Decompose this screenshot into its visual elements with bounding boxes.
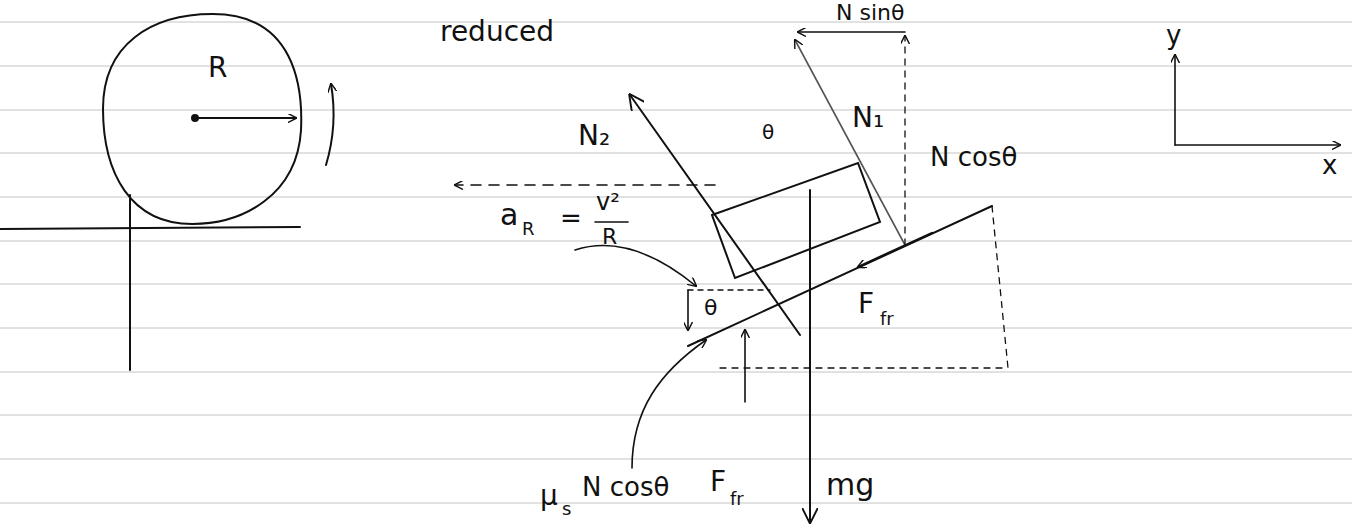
drawing-stroke xyxy=(809,190,811,522)
drawing-stroke xyxy=(455,184,715,186)
force-component: N cosθ xyxy=(930,144,1017,170)
fraction-top: v² xyxy=(596,190,620,214)
angle-label: θ xyxy=(762,122,774,142)
ruled-line xyxy=(0,241,1352,242)
subscript: fr xyxy=(730,490,744,508)
accel-symbol: a xyxy=(500,200,518,230)
drawing-stroke xyxy=(712,163,880,278)
axis-label: x xyxy=(1322,152,1337,178)
note-text: reduced xyxy=(440,18,554,46)
ruled-line xyxy=(0,459,1352,460)
fraction-bottom: R xyxy=(602,226,617,248)
ruled-line xyxy=(0,66,1352,67)
ruled-line xyxy=(0,284,1352,285)
angle-label: θ xyxy=(704,297,717,319)
drawing-stroke xyxy=(632,340,706,468)
drawing-stroke xyxy=(744,330,746,402)
axis-label: y xyxy=(1166,22,1181,48)
force-label: N₁ xyxy=(852,104,884,132)
force-label: N₂ xyxy=(578,122,610,150)
drawing-stroke xyxy=(858,233,932,267)
drawing-stroke xyxy=(595,221,628,223)
ruled-line xyxy=(0,197,1352,198)
normal-term: N cosθ xyxy=(582,474,669,500)
ruled-line xyxy=(0,415,1352,416)
drawing-stroke xyxy=(0,227,300,229)
drawing-stroke xyxy=(795,40,905,245)
drawing-stroke xyxy=(1174,55,1176,145)
drawing-stroke xyxy=(992,206,1008,368)
circle-outline: R xyxy=(100,12,305,227)
subscript: R xyxy=(522,220,535,238)
force-component: N sinθ xyxy=(836,2,904,24)
force-label: F xyxy=(858,290,874,318)
drawing-stroke xyxy=(904,36,905,245)
friction-coefficient: μ xyxy=(540,482,558,510)
drawing-stroke xyxy=(687,290,689,330)
drawing-stroke xyxy=(129,195,131,370)
circle-shape xyxy=(100,12,305,227)
weight-label: mg xyxy=(826,470,874,500)
drawing-stroke xyxy=(326,84,334,165)
drawing-stroke xyxy=(0,22,1352,503)
ruled-line xyxy=(0,22,1352,23)
radius-label: R xyxy=(208,54,227,82)
circle-path xyxy=(103,14,301,224)
drawing-stroke xyxy=(0,32,1340,522)
drawing-stroke xyxy=(195,117,296,119)
drawing-stroke xyxy=(1175,144,1340,146)
force-label: F xyxy=(710,468,726,496)
ruled-line xyxy=(0,372,1352,373)
ruled-line xyxy=(0,153,1352,154)
subscript: s xyxy=(562,500,571,518)
ruled-line xyxy=(0,110,1352,111)
drawing-stroke xyxy=(630,95,800,335)
subscript: fr xyxy=(880,310,894,328)
drawing-stroke xyxy=(798,31,905,33)
ruled-line xyxy=(0,503,1352,504)
drawing-stroke xyxy=(720,367,1008,368)
drawing-stroke xyxy=(688,289,770,290)
drawing-stroke xyxy=(575,246,696,287)
equals-sign: = xyxy=(560,205,582,231)
ruled-line xyxy=(0,328,1352,329)
